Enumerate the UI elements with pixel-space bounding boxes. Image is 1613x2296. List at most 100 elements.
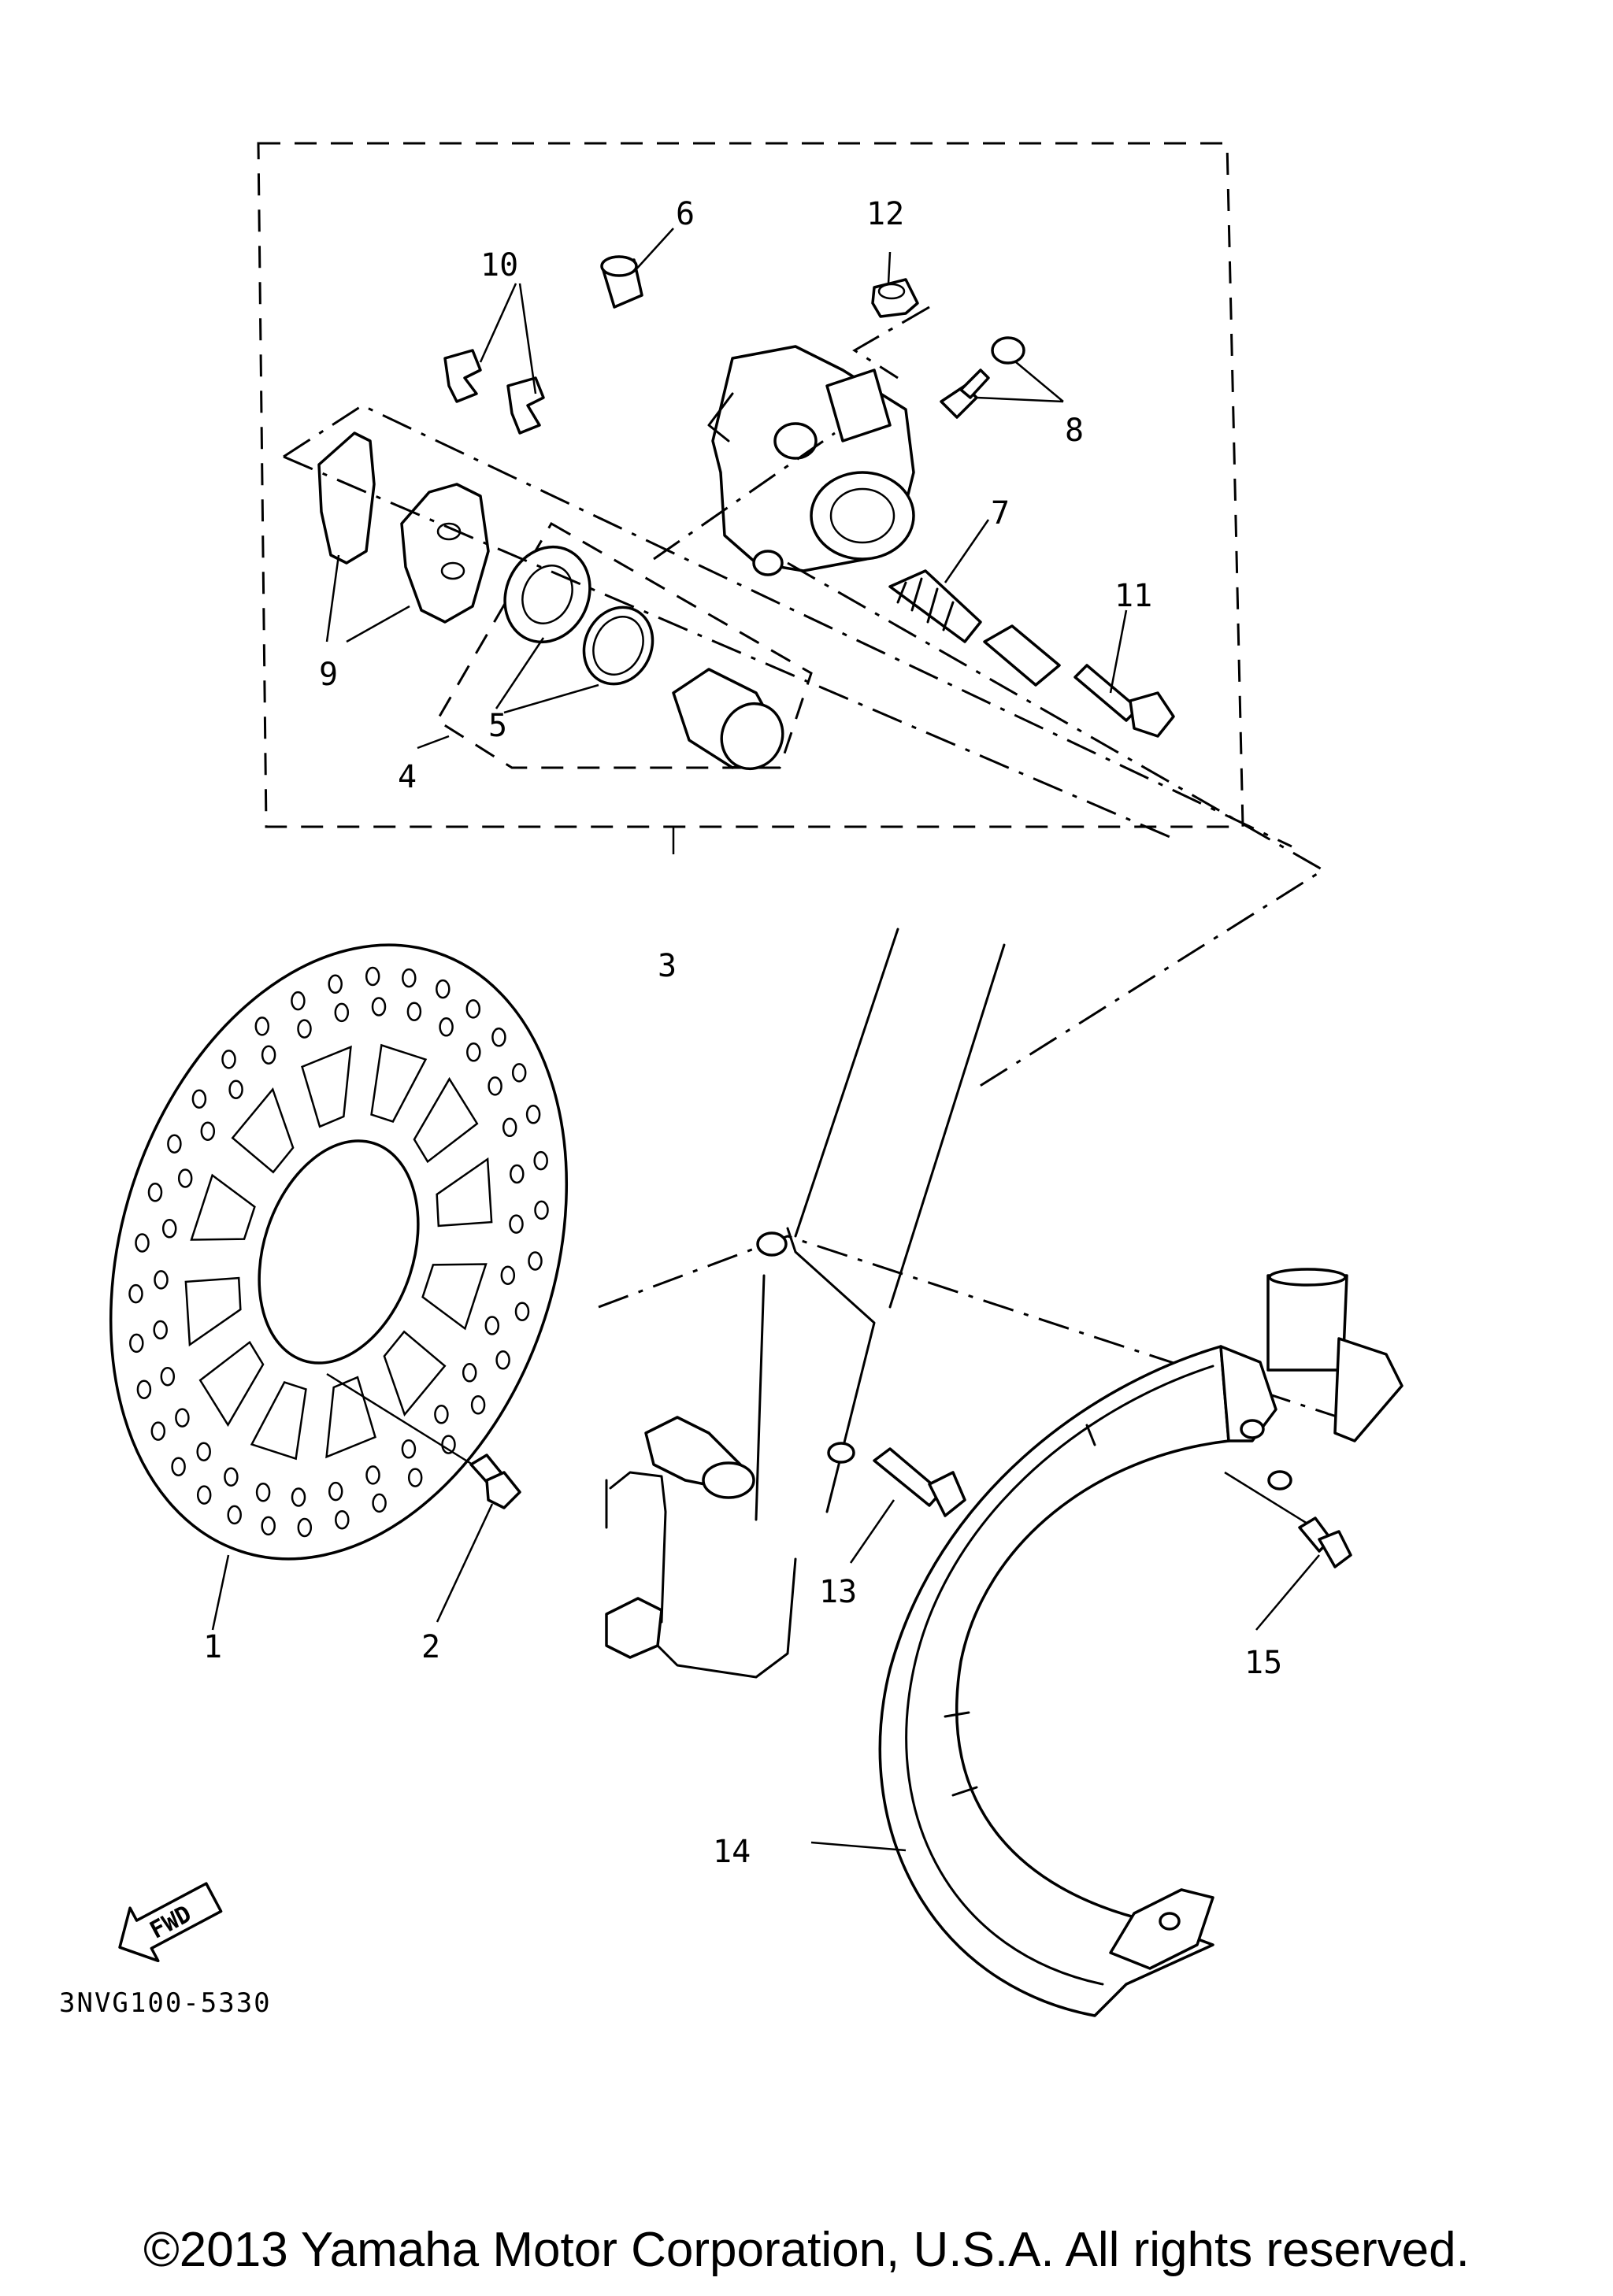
disc-lightening-slot	[370, 1043, 428, 1123]
disc-vent-hole	[439, 1017, 454, 1037]
fork-bolt	[873, 1447, 966, 1517]
disc-vent-hole	[221, 1050, 236, 1069]
disc-lightening-slot	[250, 1381, 307, 1461]
disc-bolt	[326, 1372, 521, 1509]
disc-vent-hole	[254, 1017, 270, 1036]
callout-5: 5	[488, 708, 507, 744]
fork-leg	[605, 928, 1006, 1679]
alignment-line-fork	[852, 306, 930, 380]
disc-lightening-slot	[231, 1087, 295, 1174]
disc-lightening-slot	[184, 1276, 242, 1347]
disc-vent-hole	[297, 1019, 312, 1039]
disc-vent-hole	[136, 1379, 152, 1399]
disc-vent-hole	[328, 974, 343, 994]
disc-vent-hole	[135, 1233, 150, 1253]
callout-9: 9	[319, 657, 338, 693]
disc-vent-hole	[406, 1002, 422, 1021]
leader-lines	[211, 228, 1320, 1852]
bleed-cap-part	[600, 255, 643, 309]
disc-vent-hole	[365, 966, 380, 987]
piston-seals	[503, 545, 654, 686]
callout-4: 4	[398, 759, 417, 795]
callout-15: 15	[1244, 1645, 1282, 1681]
alignment-line-pads	[283, 404, 1292, 848]
caliper-bolt	[1073, 664, 1175, 738]
disc-vent-hole	[528, 1251, 543, 1271]
copyright-notice: ©2013 Yamaha Motor Corporation, U.S.A. A…	[143, 2223, 1470, 2277]
disc-vent-hole	[128, 1283, 143, 1304]
disc-vent-hole	[465, 999, 481, 1019]
disc-vent-hole	[255, 1483, 271, 1502]
disc-cover	[878, 1268, 1403, 2017]
disc-vent-hole	[291, 991, 306, 1011]
disc-vent-hole	[154, 1270, 169, 1290]
disc-vent-hole	[407, 1468, 423, 1487]
disc-vent-hole	[161, 1219, 177, 1239]
disc-vent-hole	[436, 979, 451, 999]
disc-vent-hole	[334, 1002, 350, 1023]
disc-vent-hole	[371, 997, 387, 1017]
slide-sleeve	[983, 624, 1061, 687]
part-code: 3NVG100-5330	[59, 1987, 272, 2019]
disc-lightening-slot	[198, 1340, 265, 1428]
disc-lightening-slot	[413, 1076, 479, 1164]
callout-3: 3	[658, 948, 677, 984]
disc-vent-hole	[147, 1183, 163, 1202]
disc-lightening-slot	[383, 1330, 447, 1417]
disc-vent-hole	[511, 1063, 527, 1083]
disc-vent-hole	[200, 1121, 216, 1141]
alignment-line-caliper	[598, 431, 1340, 1419]
disc-vent-hole	[491, 1028, 506, 1047]
disc-vent-hole	[365, 1465, 380, 1485]
disc-vent-hole	[484, 1316, 500, 1335]
disc-vent-hole	[177, 1168, 193, 1188]
disc-vent-hole	[167, 1134, 182, 1154]
callout-12: 12	[866, 196, 904, 232]
disc-vent-hole	[525, 1105, 541, 1124]
disc-vent-hole	[466, 1042, 481, 1062]
disc-lightening-slot	[436, 1157, 493, 1228]
cover-screw	[1224, 1471, 1352, 1568]
disc-vent-hole	[291, 1487, 306, 1507]
disc-lightening-slot	[190, 1173, 256, 1241]
callout-7: 7	[991, 495, 1010, 531]
disc-vent-hole	[510, 1164, 525, 1184]
disc-vent-hole	[191, 1089, 207, 1109]
disc-vent-hole	[402, 968, 417, 988]
caliper-body	[707, 345, 915, 576]
disc-vent-hole	[488, 1076, 502, 1096]
pad-spring-clips	[443, 349, 545, 435]
disc-vent-hole	[372, 1493, 387, 1513]
disc-vent-hole	[434, 1405, 449, 1424]
disc-vent-hole	[297, 1517, 313, 1538]
disc-vent-hole	[514, 1302, 530, 1321]
disc-vent-hole	[261, 1516, 276, 1536]
disc-vent-hole	[196, 1485, 212, 1505]
callout-10: 10	[480, 247, 518, 283]
disc-vent-hole	[150, 1421, 166, 1441]
disc-vent-hole	[328, 1481, 343, 1502]
callout-11: 11	[1114, 578, 1152, 614]
disc-vent-hole	[196, 1442, 211, 1461]
disc-vent-hole	[470, 1395, 486, 1415]
disc-vent-hole	[502, 1117, 517, 1138]
disc-vent-hole	[462, 1363, 477, 1383]
disc-vent-hole	[175, 1408, 190, 1428]
disc-vent-hole	[224, 1467, 239, 1487]
disc-vent-hole	[171, 1457, 186, 1476]
callout-14: 14	[713, 1834, 751, 1870]
callout-13: 13	[819, 1574, 857, 1610]
brake-disc	[109, 943, 569, 1561]
bleed-screw-part	[940, 336, 1025, 419]
dust-boot-part	[871, 278, 919, 318]
disc-vent-hole	[401, 1439, 417, 1459]
disc-lightening-slot	[301, 1045, 352, 1128]
disc-lightening-slot	[421, 1263, 488, 1331]
disc-vent-hole	[495, 1350, 510, 1370]
disc-vent-hole	[335, 1509, 350, 1530]
callout-6: 6	[676, 196, 695, 232]
disc-vent-hole	[160, 1366, 176, 1387]
callout-8: 8	[1065, 413, 1084, 449]
disc-vent-hole	[261, 1045, 276, 1065]
